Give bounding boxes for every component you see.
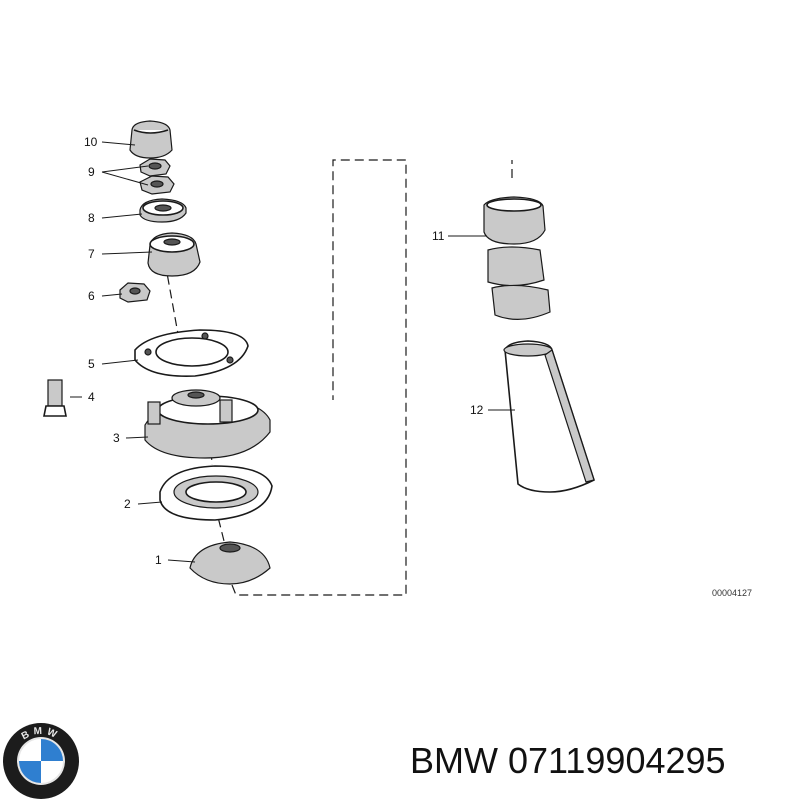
callout-12: 12	[470, 403, 484, 417]
part-12-dust-boot	[503, 340, 595, 493]
part-4-bolt	[43, 379, 67, 417]
brand-part-number-caption: BMW 07119904295	[410, 740, 726, 782]
callout-5: 5	[88, 357, 95, 371]
part-8-washer	[139, 198, 187, 223]
part-5-gasket	[134, 329, 249, 377]
part-6-flange-nut	[119, 282, 151, 303]
part-11-bump-stop	[483, 196, 551, 320]
bmw-logo: BMW	[3, 723, 79, 799]
callout-8: 8	[88, 211, 95, 225]
logo-quadrants	[19, 739, 63, 783]
callout-1: 1	[155, 553, 162, 567]
callout-7: 7	[88, 247, 95, 261]
part-9-nuts	[139, 158, 175, 195]
part-10-cap	[129, 120, 173, 159]
callout-6: 6	[88, 289, 95, 303]
callout-11: 11	[432, 229, 445, 243]
part-number: 07119904295	[508, 740, 726, 781]
part-1-bump-cup	[189, 541, 271, 585]
leader-lines	[70, 141, 515, 563]
assembly-dashed-connector	[231, 159, 407, 596]
callout-10: 10	[84, 135, 98, 149]
brand-name: BMW	[410, 740, 498, 781]
part-3-strut-mount	[144, 389, 271, 459]
diagram-reference-code: 00004127	[712, 588, 752, 598]
callout-9: 9	[88, 165, 95, 179]
part-7-bushing	[147, 232, 201, 277]
callout-4: 4	[88, 390, 95, 404]
callout-3: 3	[113, 431, 120, 445]
part-2-spring-seat	[159, 465, 273, 521]
callout-2: 2	[124, 497, 131, 511]
